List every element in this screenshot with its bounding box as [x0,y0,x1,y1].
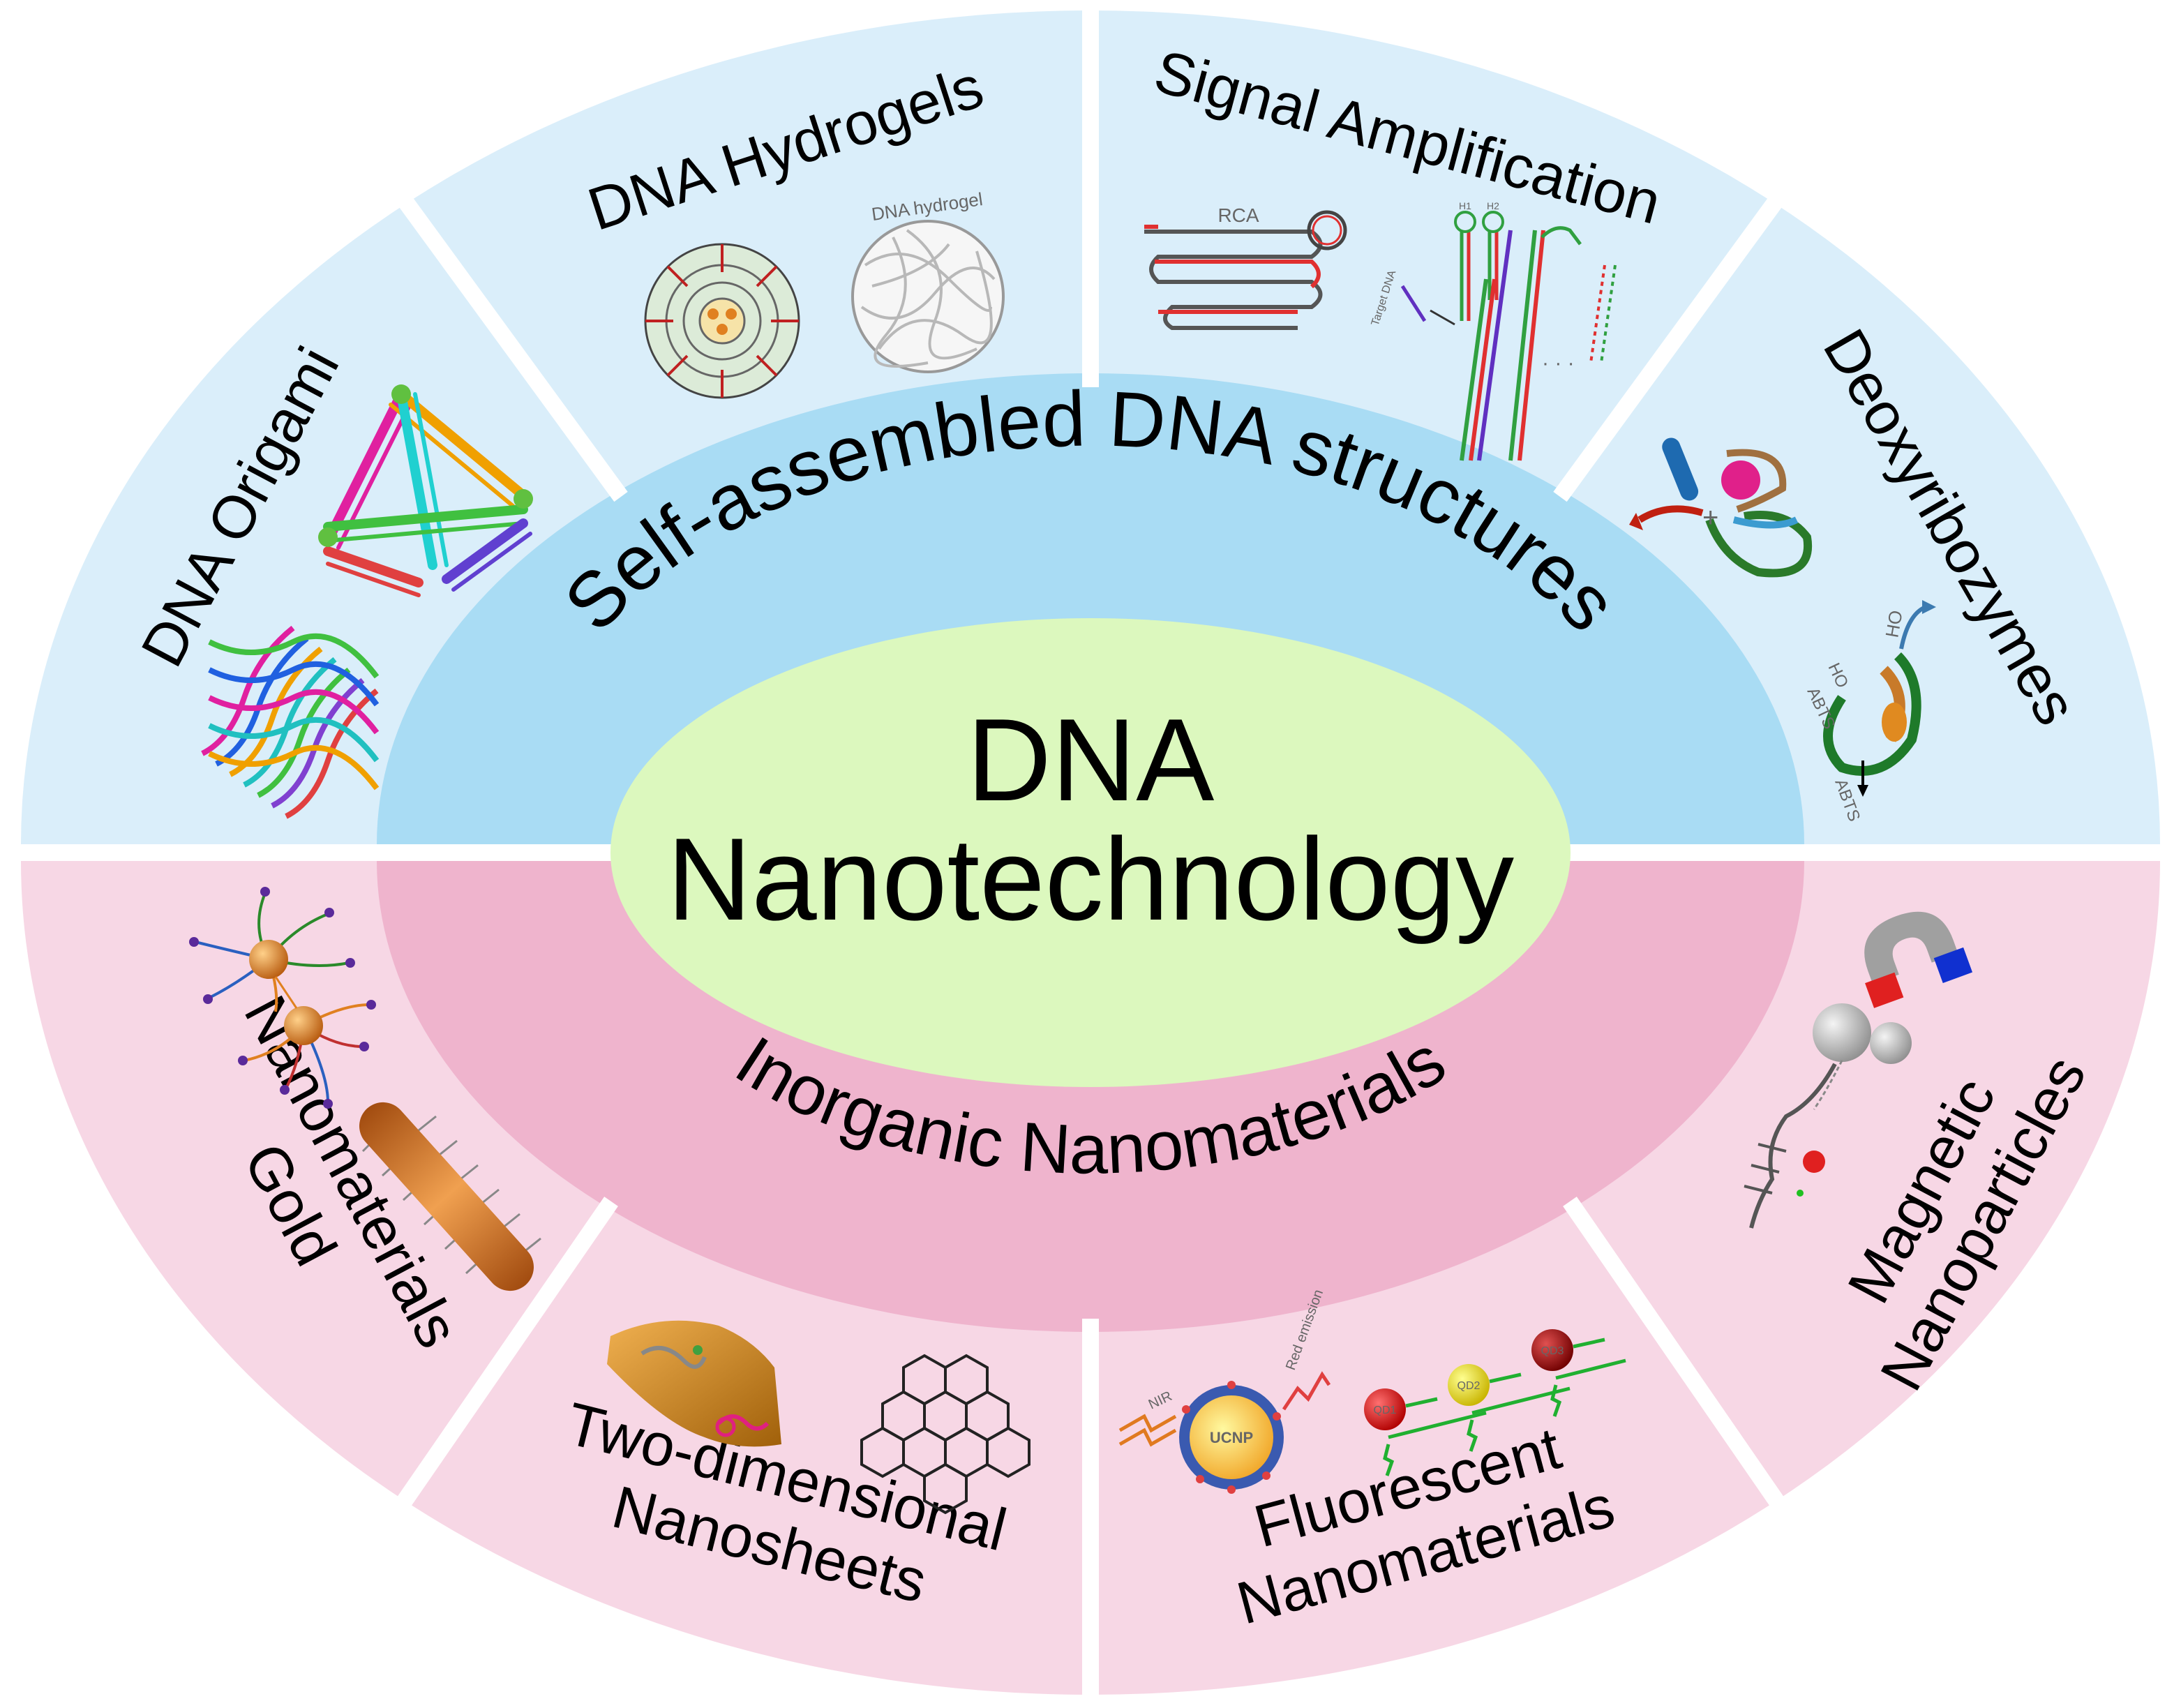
rca-illustration: RCA [1144,204,1347,330]
h1-label: H1 [1459,200,1471,211]
h2-label: H2 [1487,200,1499,211]
center-title-line1: DNA [967,694,1215,825]
center-ellipse [610,618,1571,1087]
dna-origami-lattice-illustration [201,625,380,819]
ho-label-1: HO [1881,608,1906,639]
two-dimensional-nanosheets-title: Two-dimensional Nanosheets [560,1390,1012,1616]
magnet-illustration [1864,911,1973,1008]
rca-label: RCA [1217,204,1259,226]
gold-nanorod-illustration [359,1102,541,1291]
hydrogel-micelle-illustration [644,243,800,399]
nanosheet-illustration [607,1320,781,1447]
qd1-label: QD1 [1374,1404,1397,1416]
plus-sign: + [1702,502,1718,533]
magnetic-nanoparticle-illustration [1744,1003,1912,1229]
graphene-illustration [860,1354,1030,1515]
hcr-ellipsis: · · · [1542,352,1575,375]
ucnp-label: UCNP [1210,1429,1253,1446]
center-title-line2: Nanotechnology [667,814,1514,945]
qd3-label: QD3 [1541,1345,1564,1357]
gold-nanoparticle-illustration [189,887,376,1109]
dna-origami-triangle-illustration [318,384,533,597]
quantum-dot-illustration: QD1 QD2 QD3 [1364,1329,1626,1476]
deoxyribozyme-cleavage-illustration: + [1629,437,1813,578]
qd2-label: QD2 [1457,1380,1481,1392]
